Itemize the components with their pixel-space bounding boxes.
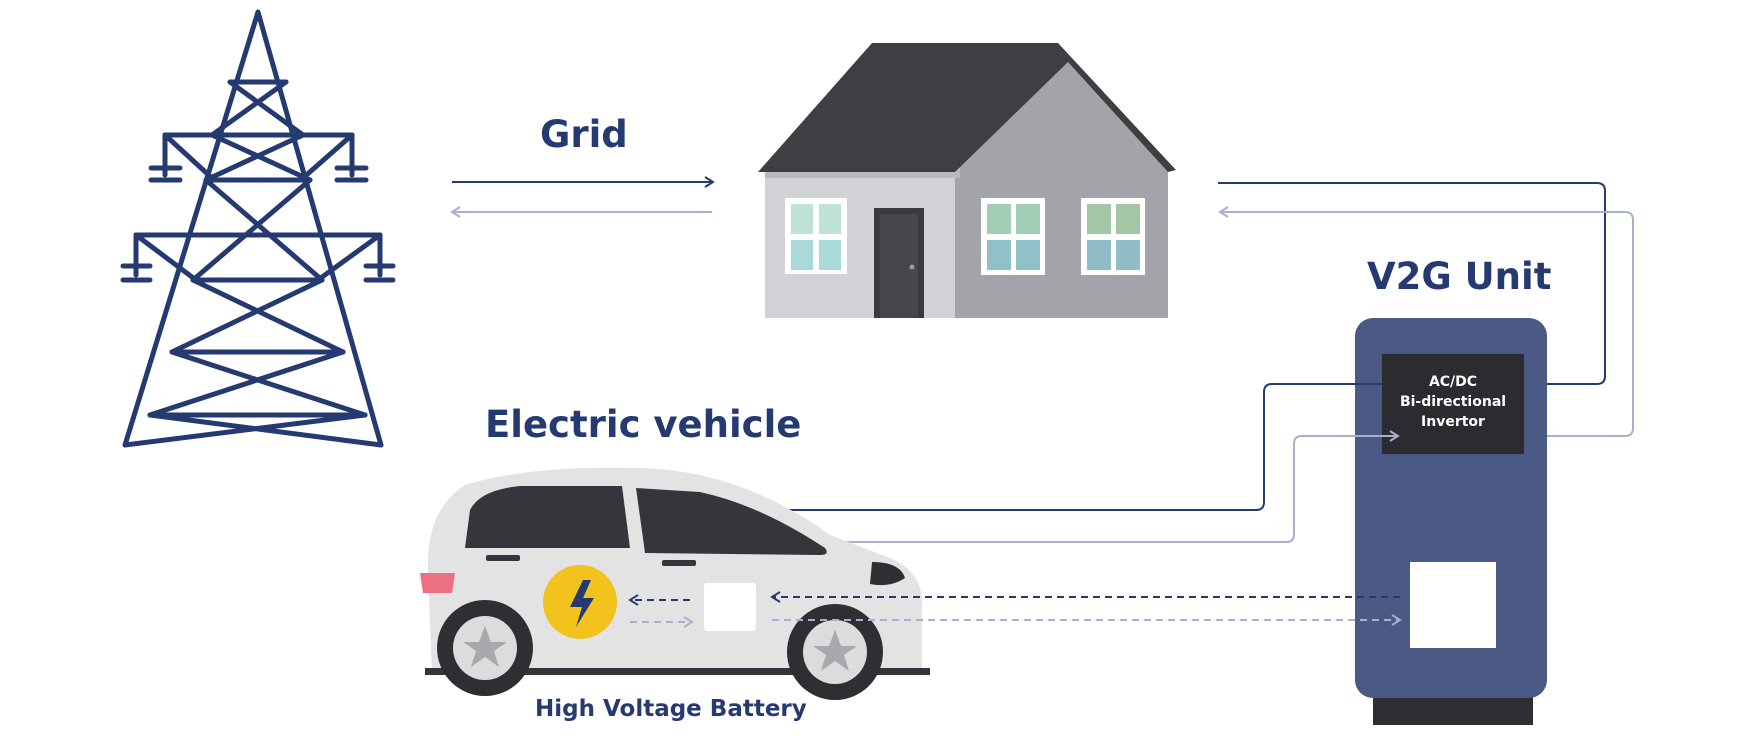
grid-label: Grid xyxy=(540,113,628,156)
inverter-to-house-arrow xyxy=(1218,206,1634,437)
v2g-unit-label: V2G Unit xyxy=(1367,255,1552,298)
transmission-tower-icon xyxy=(120,9,396,448)
inverter-to-car-arrow xyxy=(770,383,1382,516)
car-icon xyxy=(420,467,930,700)
electric-vehicle-label: Electric vehicle xyxy=(485,403,802,446)
inverter-label-line3: Invertor xyxy=(1421,414,1485,430)
house-icon xyxy=(758,43,1176,318)
inverter-label: AC/DC Bi-directional Invertor xyxy=(1382,372,1524,432)
inverter-label-line1: AC/DC xyxy=(1428,374,1478,390)
house-to-inverter-line xyxy=(1218,182,1606,385)
inverter-box xyxy=(1382,354,1524,454)
battery-label: High Voltage Battery xyxy=(535,696,807,722)
v2g-charger-icon xyxy=(1355,318,1547,725)
inverter-label-line2: Bi-directional xyxy=(1399,394,1507,410)
charger-port xyxy=(1410,562,1496,648)
car-to-inverter-arrow xyxy=(830,430,1400,543)
grid-flow-arrows xyxy=(450,176,715,218)
car-charge-port xyxy=(704,583,756,631)
lightning-bolt-icon xyxy=(570,580,594,627)
